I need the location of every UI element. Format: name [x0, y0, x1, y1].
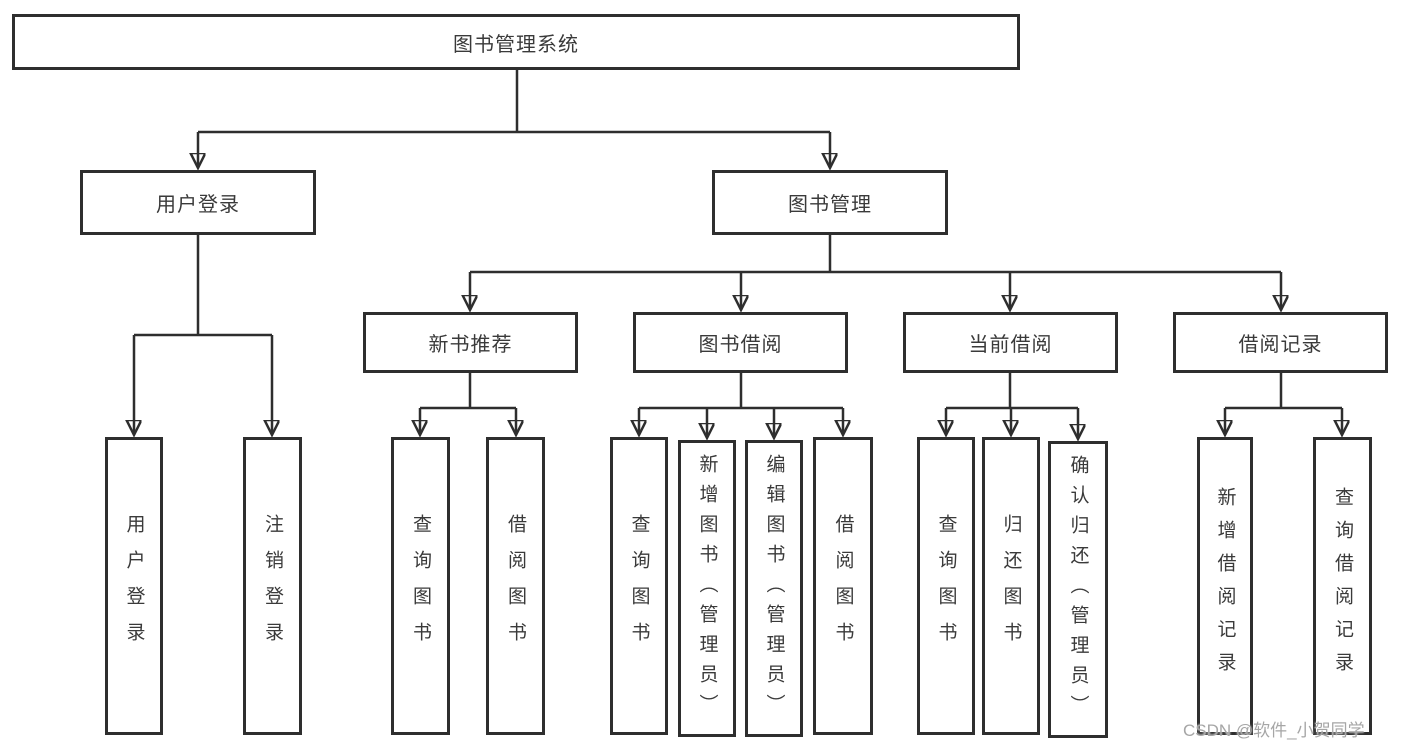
leaf-borrow-add-books-admin: 新增图书（管理员）	[678, 440, 736, 737]
leaf-current-confirm-return-admin: 确认归还（管理员）	[1048, 441, 1108, 738]
connector-user-login-to-leaves	[134, 235, 272, 435]
leaf-recommend-query-books: 查询图书	[391, 437, 450, 735]
leaf-borrow-borrow-books-label: 借阅图书	[832, 514, 854, 658]
connector-root-to-level2	[198, 70, 830, 168]
connector-current-borrow-to-leaves	[946, 373, 1078, 439]
node-user-login-label: 用户登录	[156, 194, 240, 216]
node-book-borrow: 图书借阅	[633, 312, 848, 373]
leaf-borrow-add-books-admin-label: 新增图书（管理员）	[696, 453, 718, 724]
leaf-borrow-borrow-books: 借阅图书	[813, 437, 873, 735]
connector-book-borrow-to-leaves	[639, 373, 843, 438]
leaf-recommend-borrow-books: 借阅图书	[486, 437, 545, 735]
leaf-user-login-label: 用户登录	[123, 514, 145, 658]
node-borrow-records-label: 借阅记录	[1238, 334, 1323, 356]
leaf-current-return-books: 归还图书	[982, 437, 1040, 735]
node-current-borrow: 当前借阅	[903, 312, 1118, 373]
node-new-book-recommend-label: 新书推荐	[428, 334, 513, 356]
leaf-current-confirm-return-admin-label: 确认归还（管理员）	[1067, 454, 1089, 725]
leaf-current-query-books: 查询图书	[917, 437, 975, 735]
leaf-recommend-borrow-books-label: 借阅图书	[505, 514, 526, 658]
node-book-management: 图书管理	[712, 170, 948, 235]
leaf-records-query-record: 查询借阅记录	[1313, 437, 1372, 735]
node-book-borrow-label: 图书借阅	[698, 334, 783, 356]
node-root: 图书管理系统	[12, 14, 1020, 70]
connector-book-management-to-level3	[470, 235, 1281, 310]
node-root-label: 图书管理系统	[453, 33, 579, 56]
node-borrow-records: 借阅记录	[1173, 312, 1388, 373]
node-current-borrow-label: 当前借阅	[968, 334, 1053, 356]
leaf-current-return-books-label: 归还图书	[1000, 514, 1022, 658]
leaf-records-query-record-label: 查询借阅记录	[1332, 487, 1353, 685]
leaf-borrow-edit-books-admin-label: 编辑图书（管理员）	[763, 453, 785, 724]
leaf-current-query-books-label: 查询图书	[935, 514, 957, 658]
connector-new-book-recommend-to-leaves	[420, 373, 516, 435]
node-book-management-label: 图书管理	[788, 194, 872, 216]
leaf-logout-login-label: 注销登录	[262, 514, 283, 658]
leaf-borrow-edit-books-admin: 编辑图书（管理员）	[745, 440, 803, 737]
leaf-recommend-query-books-label: 查询图书	[410, 514, 431, 658]
leaf-borrow-query-books: 查询图书	[610, 437, 668, 735]
connector-borrow-records-to-leaves	[1225, 373, 1342, 435]
leaf-records-add-record-label: 新增借阅记录	[1214, 487, 1236, 685]
leaf-records-add-record: 新增借阅记录	[1197, 437, 1253, 735]
leaf-user-login: 用户登录	[105, 437, 163, 735]
watermark: CSDN @软件_小贺同学	[1183, 721, 1365, 740]
node-user-login: 用户登录	[80, 170, 316, 235]
node-new-book-recommend: 新书推荐	[363, 312, 578, 373]
leaf-logout-login: 注销登录	[243, 437, 302, 735]
leaf-borrow-query-books-label: 查询图书	[628, 514, 650, 658]
